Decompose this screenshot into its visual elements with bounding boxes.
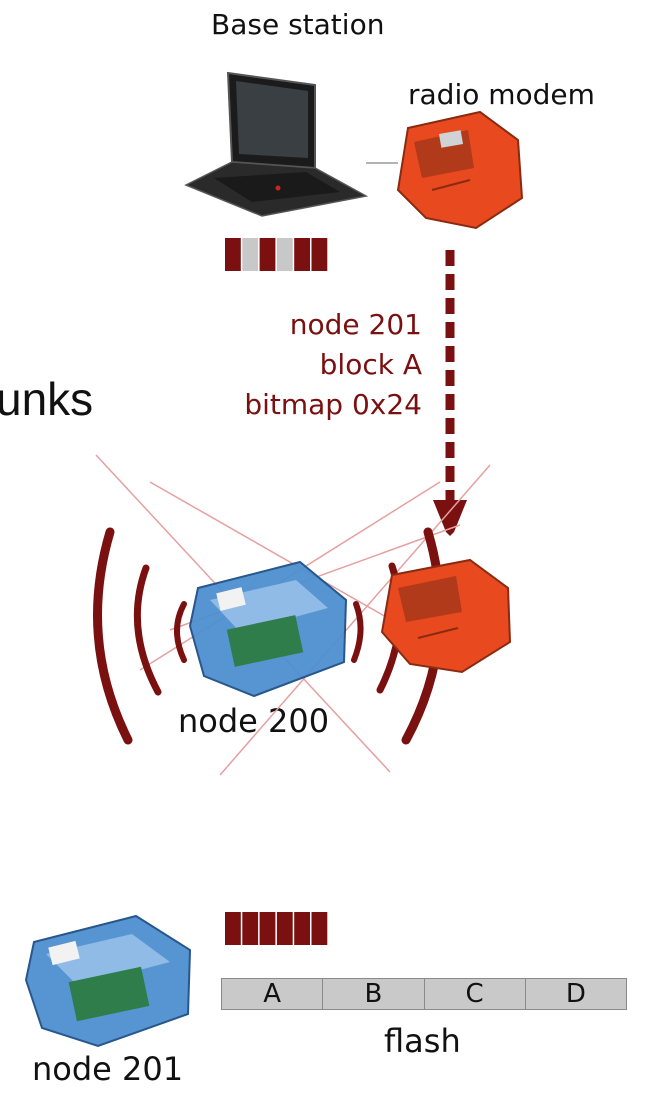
bitmap-bit <box>225 912 241 945</box>
node-200-label: node 200 <box>178 702 330 740</box>
radio-modem-icon <box>396 110 524 230</box>
chunks-fragment-text: unks <box>0 373 94 425</box>
base-station-bitmap <box>225 238 328 271</box>
bitmap-bit <box>294 912 310 945</box>
node-201-label: node 201 <box>32 1050 184 1088</box>
flash-label: flash <box>384 1022 461 1060</box>
radio-modem-icon <box>380 558 512 674</box>
transmission-arrow <box>433 250 467 536</box>
bitmap-bit <box>311 238 328 271</box>
bitmap-bit <box>259 238 276 271</box>
flash-block-a: A <box>222 979 324 1009</box>
bitmap-bit <box>259 912 276 945</box>
bitmap-bit <box>242 912 259 945</box>
node-201-bitmap <box>225 912 328 945</box>
flash-block-d: D <box>525 979 626 1009</box>
bitmap-bit <box>276 238 293 271</box>
base-station-label: Base station <box>211 8 385 41</box>
bitmap-bit <box>276 912 293 945</box>
bitmap-bit <box>242 238 259 271</box>
radio-modem-label: radio modem <box>408 78 595 111</box>
laptop-icon <box>184 71 398 217</box>
message-line-bitmap: bitmap 0x24 <box>244 388 422 421</box>
flash-block-c: C <box>424 979 526 1009</box>
message-line-node: node 201 <box>289 308 422 341</box>
sensor-node-201-icon <box>24 914 192 1048</box>
message-line-block: block A <box>319 348 422 381</box>
flash-block-b: B <box>323 979 425 1009</box>
flash-memory: A B C D <box>221 978 627 1010</box>
bitmap-bit <box>294 238 310 271</box>
bitmap-bit <box>311 912 328 945</box>
sensor-node-200-icon <box>188 560 348 698</box>
bitmap-bit <box>225 238 241 271</box>
